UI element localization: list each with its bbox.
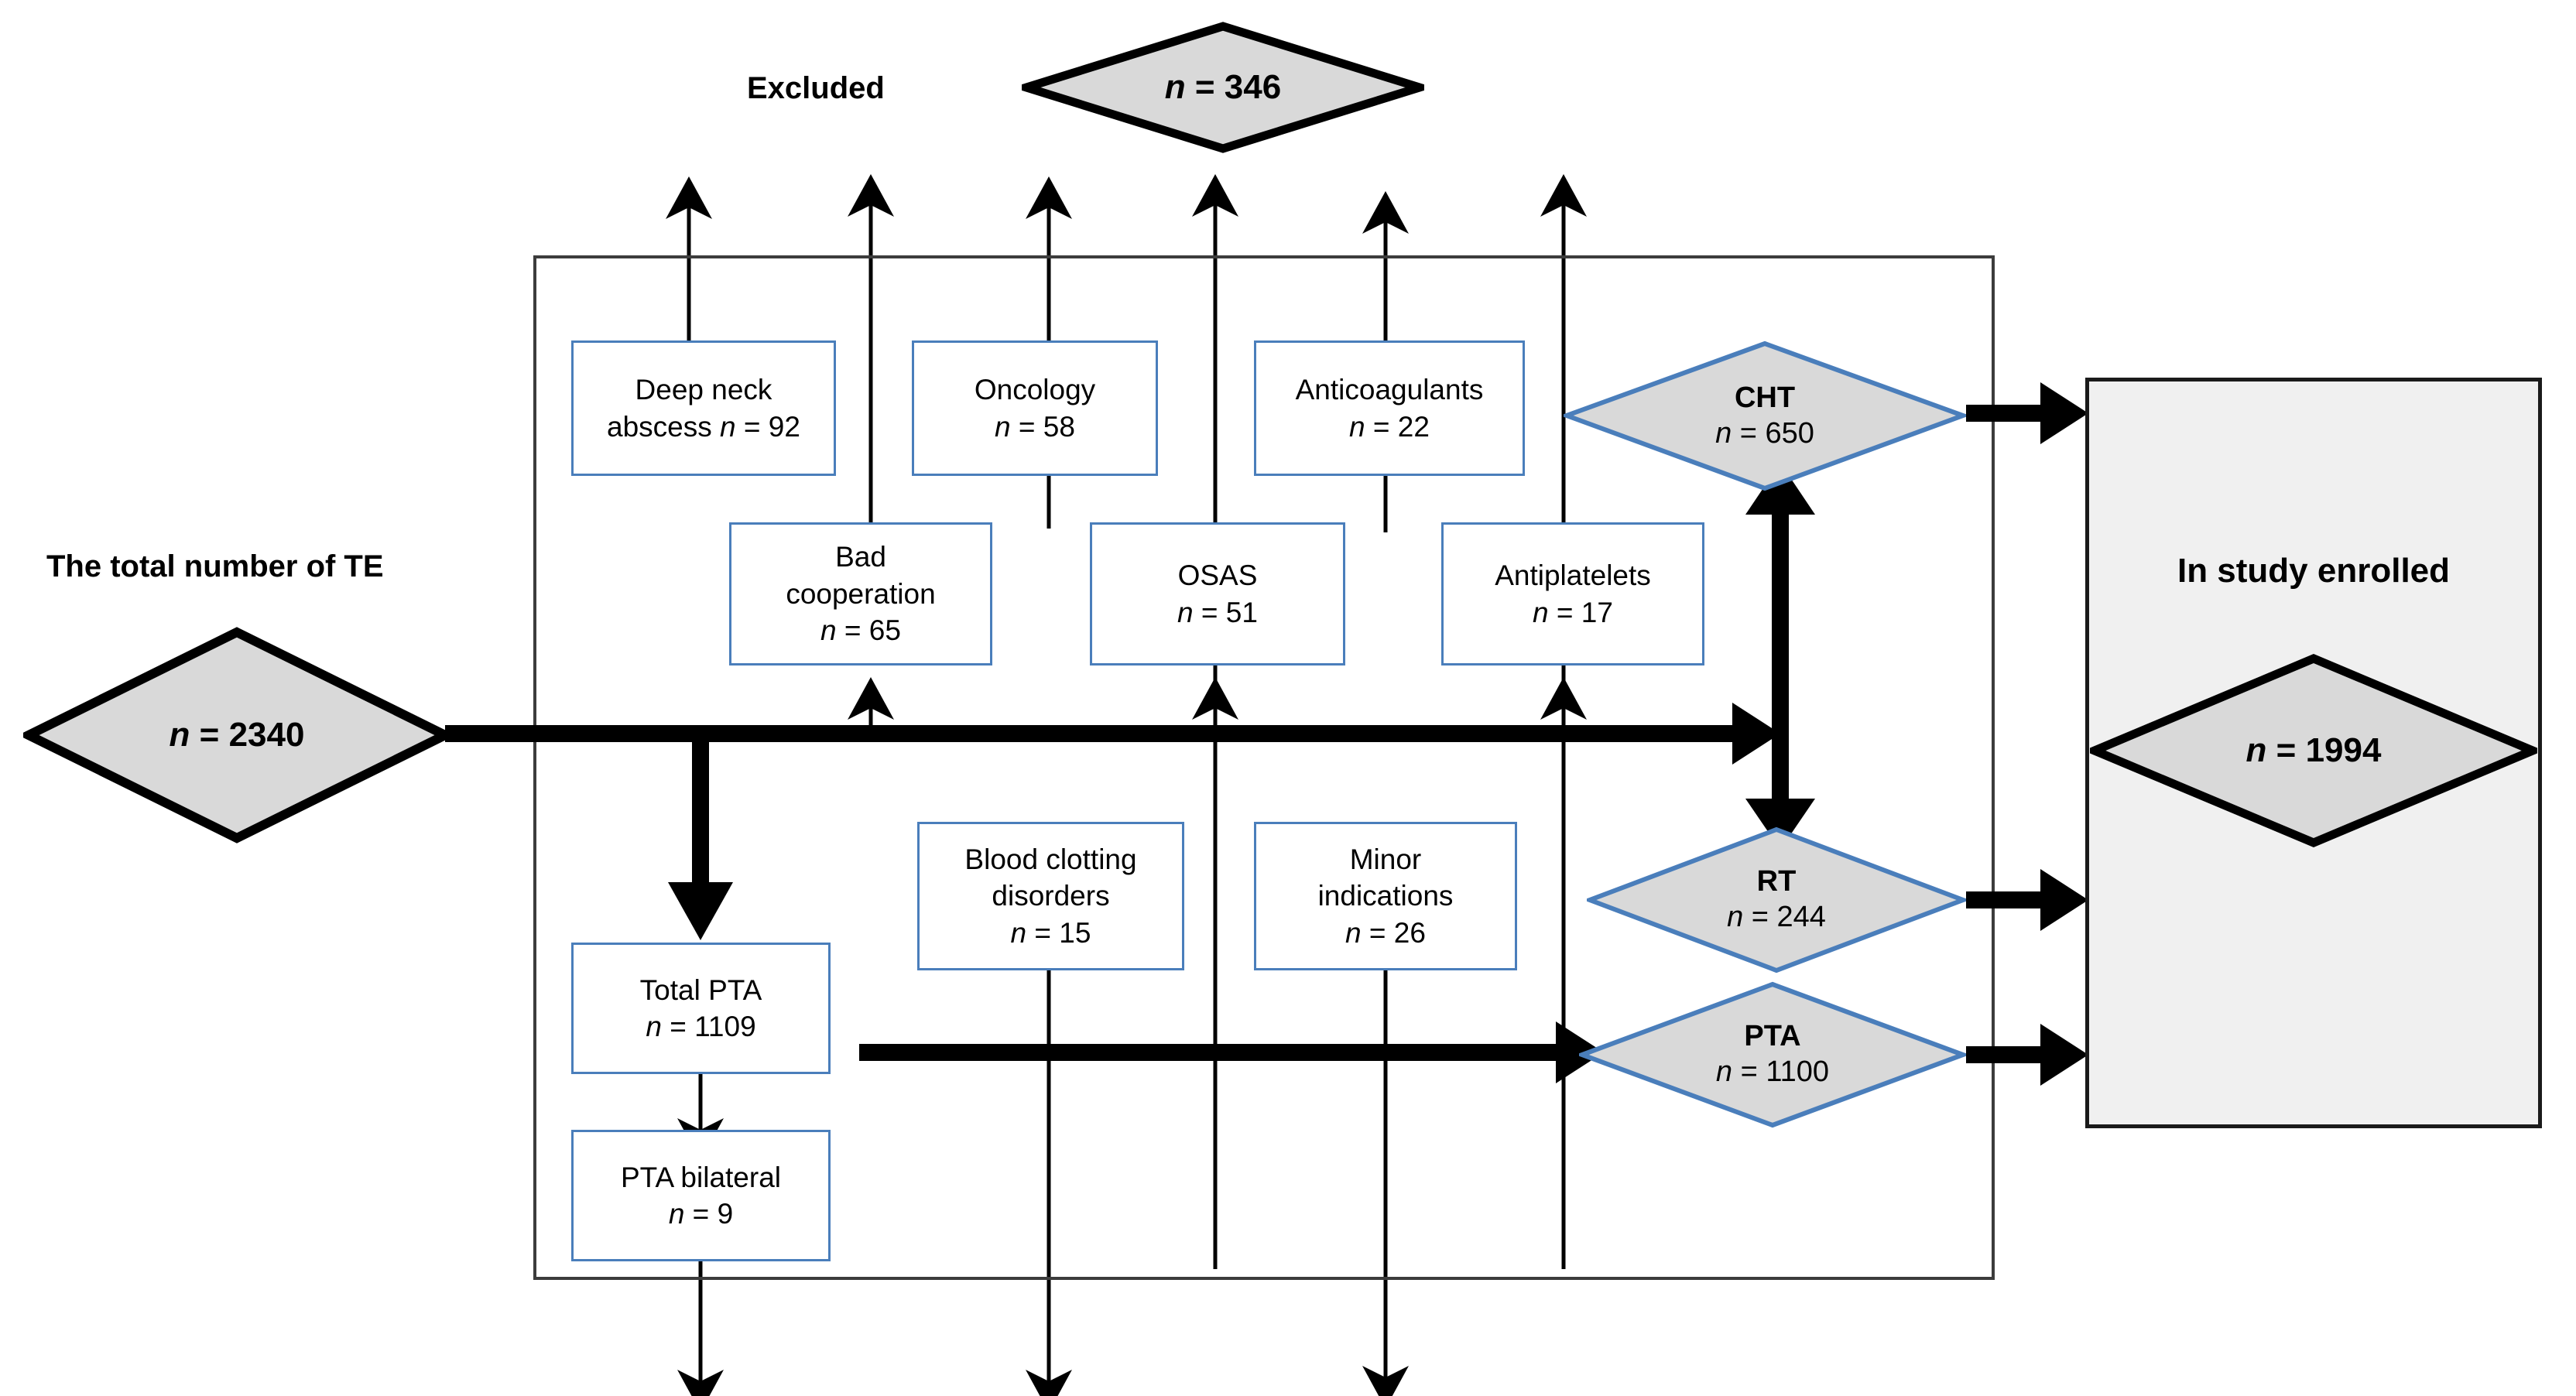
box-blood-clotting-line1: Blood clotting [964,843,1137,875]
box-total-pta-line2: n = 1109 [646,1011,756,1042]
box-pta-bilateral[interactable]: PTA bilateral n = 9 [571,1130,831,1261]
diamond-rt[interactable]: RT n = 244 [1587,826,1966,973]
box-oncology-line2: n = 58 [995,410,1075,443]
diamond-shape [1564,340,1966,491]
box-oncology[interactable]: Oncology n = 58 [912,340,1158,476]
diamond-excluded[interactable]: n = 346 [1022,22,1424,153]
diamond-total-te-value: n = 2340 [169,715,305,754]
diamond-rt-text: RT n = 244 [1587,826,1966,973]
diamond-shape [2090,654,2537,847]
box-deep-neck-abscess[interactable]: Deep neck abscess n = 92 [571,340,836,476]
box-antiplatelets[interactable]: Antiplatelets n = 17 [1441,522,1704,665]
box-antiplatelets-line1: Antiplatelets [1495,559,1651,592]
box-minor-indications-line3: n = 26 [1345,916,1426,949]
box-deep-neck-abscess-line1: Deep neck [635,374,772,406]
in-study-enrolled-title: In study enrolled [2177,552,2451,590]
box-osas-line1: OSAS [1177,559,1258,592]
box-oncology-line1: Oncology [974,374,1096,406]
box-anticoagulants-line2: n = 22 [1349,410,1430,443]
box-bad-cooperation-line1: Bad [835,541,886,573]
box-total-pta[interactable]: Total PTA n = 1109 [571,943,831,1074]
diamond-rt-label: RT [1756,865,1797,898]
box-minor-indications-line1: Minor [1349,843,1422,875]
box-anticoagulants-line1: Anticoagulants [1295,374,1484,406]
total-te-label: The total number of TE [46,549,384,583]
box-blood-clotting-disorders[interactable]: Blood clotting disorders n = 15 [917,822,1184,970]
box-antiplatelets-line2: n = 17 [1533,596,1613,628]
diamond-shape [1579,981,1966,1128]
diamond-cht-text: CHT n = 650 [1564,340,1966,491]
diamond-pta-text: PTA n = 1100 [1579,981,1966,1128]
diamond-enrolled-value: n = 1994 [2245,731,2382,769]
diamond-pta[interactable]: PTA n = 1100 [1579,981,1966,1128]
diamond-cht-label: CHT [1734,381,1796,414]
box-minor-indications[interactable]: Minor indications n = 26 [1254,822,1517,970]
box-deep-neck-abscess-line2: abscess n = 92 [607,410,800,443]
diamond-excluded-value: n = 346 [1164,67,1282,106]
diamond-total-te-text: n = 2340 [23,627,450,843]
diamond-cht[interactable]: CHT n = 650 [1564,340,1966,491]
box-blood-clotting-line2: disorders [992,880,1110,912]
box-total-pta-line1: Total PTA [639,973,762,1006]
diamond-pta-label: PTA [1744,1020,1801,1053]
diamond-pta-value: n = 1100 [1715,1056,1830,1088]
box-blood-clotting-line3: n = 15 [1010,916,1091,949]
box-pta-bilateral-line1: PTA bilateral [620,1161,782,1193]
box-bad-cooperation[interactable]: Bad cooperation n = 65 [729,522,992,665]
diamond-excluded-text: n = 346 [1022,22,1424,153]
box-osas[interactable]: OSAS n = 51 [1090,522,1345,665]
box-bad-cooperation-line3: n = 65 [820,614,901,647]
diamond-total-te[interactable]: n = 2340 [23,627,450,843]
box-bad-cooperation-line2: cooperation [786,577,936,610]
diamond-cht-value: n = 650 [1715,416,1814,450]
diamond-shape [1022,22,1424,153]
diamond-rt-value: n = 244 [1727,901,1826,933]
diamond-shape [1587,826,1966,973]
excluded-label: Excluded [747,71,885,105]
diamond-shape [23,627,450,843]
box-pta-bilateral-line2: n = 9 [668,1198,734,1230]
diamond-enrolled[interactable]: n = 1994 [2090,654,2537,847]
box-anticoagulants[interactable]: Anticoagulants n = 22 [1254,340,1525,476]
box-minor-indications-line2: indications [1317,880,1454,912]
box-osas-line2: n = 51 [1177,596,1258,628]
diamond-enrolled-text: n = 1994 [2090,654,2537,847]
